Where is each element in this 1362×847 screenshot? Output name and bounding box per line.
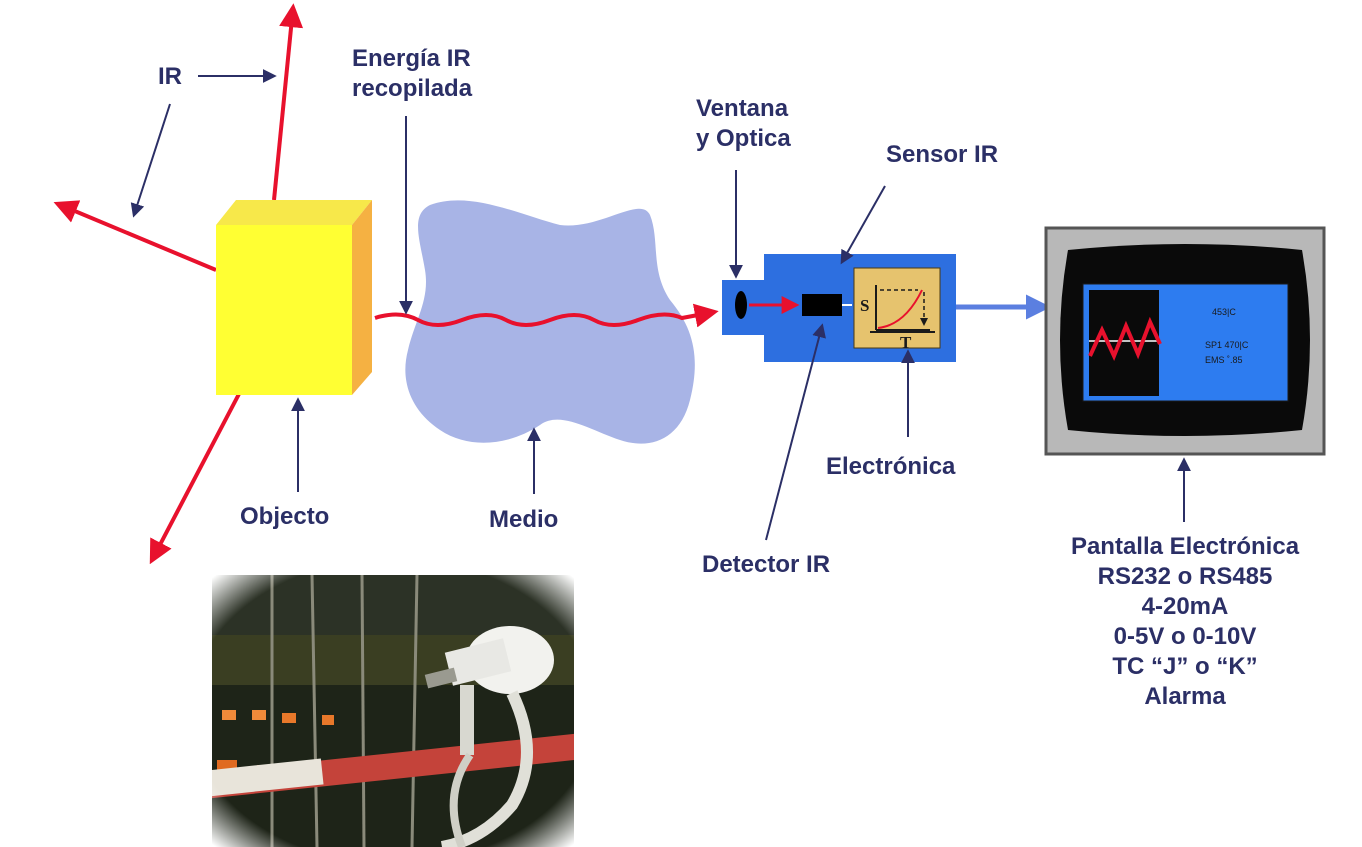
ir-sensor-body bbox=[722, 254, 956, 362]
ventana-optica-label-line2: y Optica bbox=[696, 125, 791, 152]
pantalla-line-6: Alarma bbox=[1144, 683, 1226, 710]
energia-ir-label-line2: recopilada bbox=[352, 75, 473, 102]
medio-label: Medio bbox=[489, 506, 559, 533]
ir-energy-wave bbox=[374, 303, 719, 328]
s-axis-letter: S bbox=[860, 296, 869, 315]
ir-radiation-arrows bbox=[53, 3, 304, 565]
pantalla-line-2: RS232 o RS485 bbox=[1097, 563, 1273, 590]
electronic-display bbox=[1044, 226, 1326, 456]
object-box bbox=[216, 200, 372, 395]
window-optics-lens bbox=[735, 291, 747, 319]
objecto-label: Objecto bbox=[240, 503, 330, 530]
electronica-label: Electrónica bbox=[826, 453, 956, 480]
pantalla-outputs-label: Pantalla Electrónica RS232 o RS485 4-20m… bbox=[1054, 532, 1316, 712]
display-emissivity: EMS ˚.85 bbox=[1205, 355, 1243, 365]
sensor-ir-label: Sensor IR bbox=[886, 141, 999, 168]
display-setpoint: SP1 470|C bbox=[1205, 340, 1249, 350]
energia-ir-label: Energía IR recopilada bbox=[352, 44, 472, 104]
pantalla-line-5: TC “J” o “K” bbox=[1112, 653, 1258, 680]
ventana-optica-label: Ventana y Optica bbox=[696, 94, 791, 154]
pantalla-line-1: Pantalla Electrónica bbox=[1070, 533, 1300, 560]
pantalla-line-4: 0-5V o 0-10V bbox=[1113, 623, 1257, 650]
label-pointers bbox=[130, 69, 1191, 541]
pantalla-line-3: 4-20mA bbox=[1141, 593, 1229, 620]
sensor-installation-photo bbox=[212, 575, 574, 847]
ventana-optica-label-line1: Ventana bbox=[696, 95, 789, 122]
detector-ir-label: Detector IR bbox=[702, 551, 831, 578]
ir-label: IR bbox=[158, 63, 182, 90]
t-axis-letter: T bbox=[900, 333, 912, 352]
ir-detector bbox=[802, 294, 842, 316]
electronics-box bbox=[853, 267, 941, 349]
display-temp-reading: 453|C bbox=[1212, 307, 1236, 317]
energia-ir-label-line1: Energía IR bbox=[352, 45, 471, 72]
